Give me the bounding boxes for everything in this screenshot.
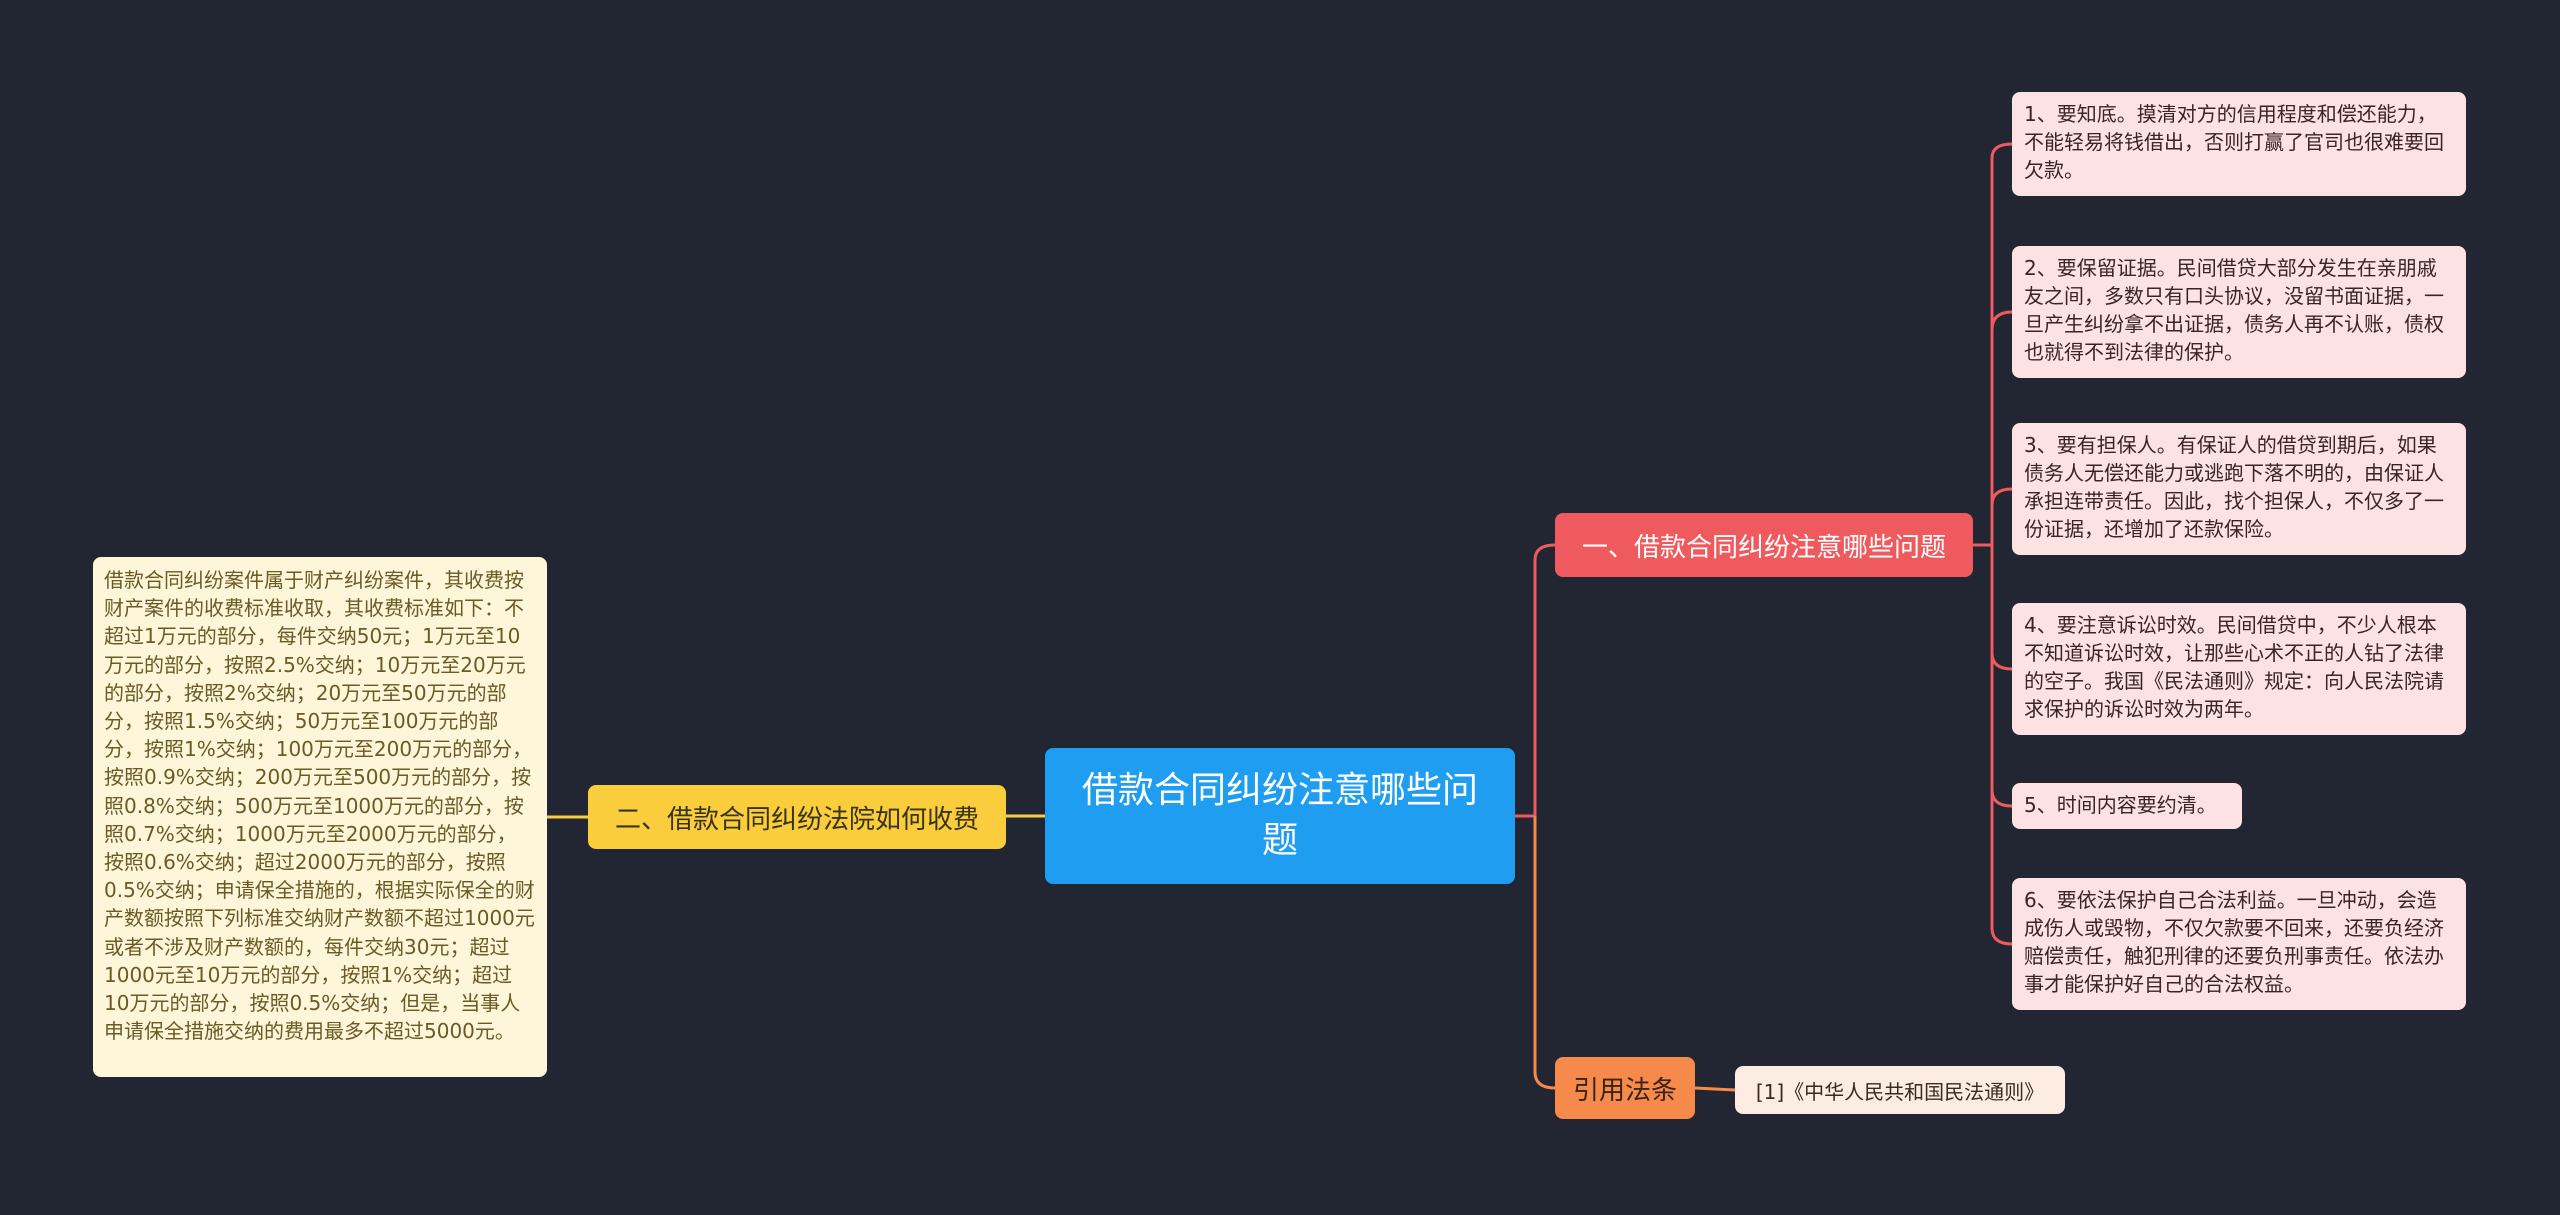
leaf-node-3[interactable]: 3、要有担保人。有保证人的借贷到期后，如果债务人无偿还能力或逃跑下落不明的，由保…	[2012, 423, 2466, 555]
leaf-node-4[interactable]: 4、要注意诉讼时效。民间借贷中，不少人根本不知道诉讼时效，让那些心术不正的人钻了…	[2012, 603, 2466, 735]
leaf-text: 1、要知底。摸清对方的信用程度和偿还能力，不能轻易将钱借出，否则打赢了官司也很难…	[2024, 102, 2444, 182]
connector-leaf-5	[1990, 653, 2013, 808]
branch-node-cited-law[interactable]: 引用法条	[1555, 1057, 1695, 1119]
connector-leaf-2	[1990, 310, 2013, 331]
connector-leaf-6	[1990, 790, 2013, 946]
leaf-text: 4、要注意诉讼时效。民间借贷中，不少人根本不知道诉讼时效，让那些心术不正的人钻了…	[2024, 613, 2444, 721]
leaf-node-reference[interactable]: [1]《中华人民共和国民法通则》	[1735, 1066, 2065, 1114]
connector-leaf-3	[1990, 487, 2013, 506]
leaf-text: [1]《中华人民共和国民法通则》	[1755, 1079, 2045, 1104]
leaf-text: 3、要有担保人。有保证人的借贷到期后，如果债务人无偿还能力或逃跑下落不明的，由保…	[2024, 433, 2444, 541]
branch-node-precautions[interactable]: 一、借款合同纠纷注意哪些问题	[1555, 513, 1973, 577]
branch-title: 二、借款合同纠纷法院如何收费	[614, 804, 979, 835]
root-node[interactable]: 借款合同纠纷注意哪些问题	[1045, 748, 1515, 884]
leaf-node-5[interactable]: 5、时间内容要约清。	[2012, 783, 2242, 829]
connector-root-branch-ref	[1533, 816, 1556, 1090]
leaf-text: 6、要依法保护自己合法利益。一旦冲动，会造成伤人或毁物，不仅欠款要不回来，还要负…	[2024, 888, 2444, 996]
connector-root-branch1	[1533, 543, 1556, 816]
leaf-text: 2、要保留证据。民间借贷大部分发生在亲朋戚友之间，多数只有口头协议，没留书面证据…	[2024, 256, 2444, 364]
leaf-text: 5、时间内容要约清。	[2024, 793, 2217, 817]
root-title: 借款合同纠纷注意哪些问题	[1081, 770, 1478, 861]
connector-leaf-4	[1990, 545, 2013, 671]
leaf-node-fee-detail[interactable]: 借款合同纠纷案件属于财产纠纷案件，其收费按财产案件的收费标准收取，其收费标准如下…	[93, 557, 547, 1077]
branch-title: 引用法条	[1572, 1075, 1677, 1106]
leaf-node-6[interactable]: 6、要依法保护自己合法利益。一旦冲动，会造成伤人或毁物，不仅欠款要不回来，还要负…	[2012, 878, 2466, 1010]
leaf-node-1[interactable]: 1、要知底。摸清对方的信用程度和偿还能力，不能轻易将钱借出，否则打赢了官司也很难…	[2012, 92, 2466, 196]
connector-ref-leaf	[1694, 1086, 1736, 1092]
connector-leaf-1	[1990, 142, 2013, 545]
leaf-node-2[interactable]: 2、要保留证据。民间借贷大部分发生在亲朋戚友之间，多数只有口头协议，没留书面证据…	[2012, 246, 2466, 378]
branch-title: 一、借款合同纠纷注意哪些问题	[1581, 532, 1946, 563]
leaf-text: 借款合同纠纷案件属于财产纠纷案件，其收费按财产案件的收费标准收取，其收费标准如下…	[104, 568, 535, 1044]
branch-node-court-fees[interactable]: 二、借款合同纠纷法院如何收费	[588, 785, 1006, 849]
